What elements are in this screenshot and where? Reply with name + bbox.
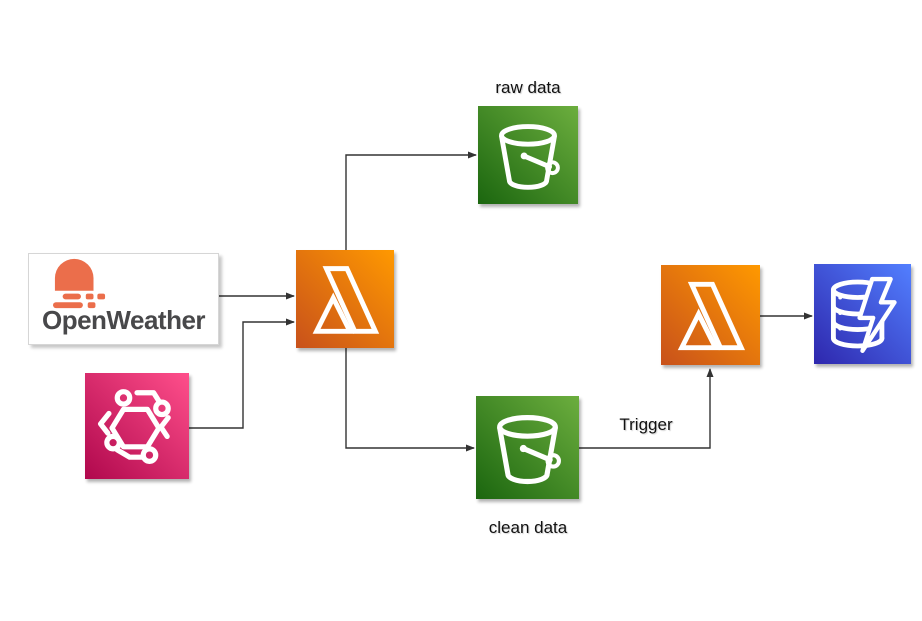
raw-data-label: raw data — [495, 78, 561, 97]
dynamodb-icon — [830, 276, 897, 354]
eventbridge-node — [85, 373, 189, 479]
s3-bucket-icon — [499, 124, 560, 190]
openweather-source-card: OpenWeather — [28, 253, 219, 345]
s3-clean-node — [476, 396, 579, 499]
edge-lambda-to-clean-bucket — [345, 348, 475, 452]
openweather-label: OpenWeather — [41, 305, 206, 335]
s3-bucket-icon — [497, 415, 561, 485]
edge-lambda-to-raw-bucket — [345, 151, 477, 250]
eventbridge-icon — [98, 389, 171, 464]
lambda-icon — [312, 266, 380, 334]
edge-clean-bucket-to-lambda-trigger — [579, 368, 714, 449]
lambda-icon — [677, 281, 746, 351]
s3-raw-node — [478, 106, 578, 204]
lambda-process-node — [661, 265, 760, 365]
clean-data-label: clean data — [488, 518, 568, 537]
lambda-ingest-node — [296, 250, 394, 348]
trigger-edge-label: Trigger — [619, 415, 673, 434]
openweather-sun-icon — [53, 258, 106, 309]
dynamodb-node — [814, 264, 911, 364]
